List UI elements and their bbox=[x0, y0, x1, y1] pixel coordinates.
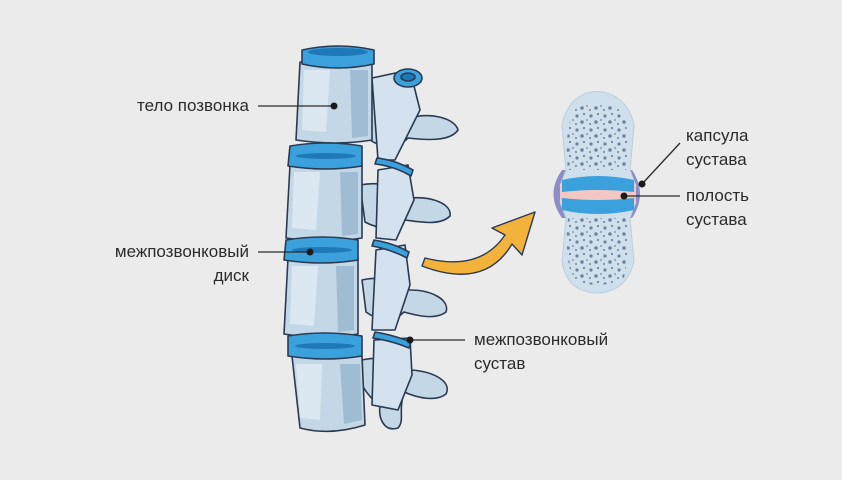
facet-pillars bbox=[371, 69, 421, 411]
leader-dots bbox=[306, 102, 646, 344]
label-disc-line2: диск bbox=[213, 266, 249, 285]
zoom-arrow bbox=[421, 211, 536, 275]
facet-joints bbox=[371, 157, 414, 349]
label-vertebral-body: тело позвонка bbox=[137, 94, 249, 118]
label-facet-joint: межпозвонковый сустав bbox=[474, 328, 608, 376]
upper-cartilage bbox=[562, 176, 634, 192]
label-capsule-line1: капсула bbox=[686, 126, 749, 145]
label-facet-line1: межпозвонковый bbox=[474, 330, 609, 349]
label-vertebral-body-text: тело позвонка bbox=[137, 96, 249, 115]
joint-detail bbox=[553, 91, 640, 294]
lower-cartilage bbox=[562, 198, 634, 214]
label-intervertebral-disc: межпозвонковый диск bbox=[115, 240, 249, 288]
label-joint-capsule: капсула сустава bbox=[686, 124, 748, 172]
leader-lines bbox=[258, 105, 681, 341]
label-cavity-line2: сустава bbox=[686, 210, 747, 229]
label-joint-cavity: полость сустава bbox=[686, 184, 749, 232]
label-facet-line2: сустав bbox=[474, 354, 526, 373]
spine-column bbox=[283, 45, 459, 433]
label-capsule-line2: сустава bbox=[686, 150, 747, 169]
label-cavity-line1: полость bbox=[686, 186, 749, 205]
label-disc-line1: межпозвонковый bbox=[114, 242, 249, 261]
